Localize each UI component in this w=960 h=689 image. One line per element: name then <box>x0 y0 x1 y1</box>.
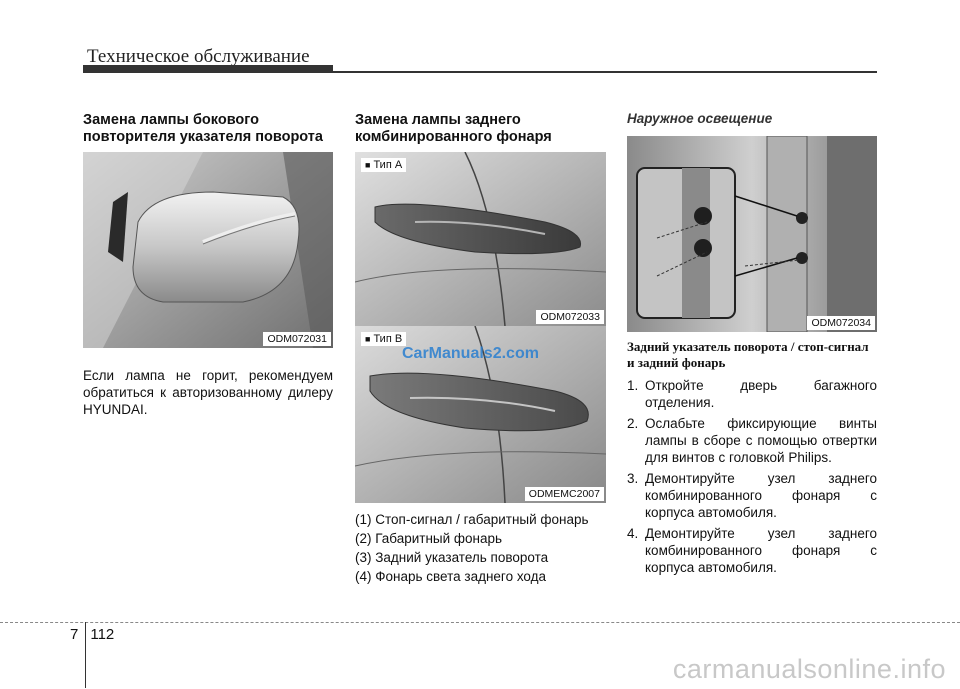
footer-dashed-rule <box>0 622 960 623</box>
figure-code: ODM072033 <box>536 310 604 324</box>
header-rule-thick <box>83 65 333 73</box>
figure-tail-lamp-type-a: ■Тип A ODM072033 <box>355 152 606 326</box>
watermark-center: CarManuals2.com <box>402 345 539 362</box>
list-item: (1) Стоп-сигнал / габаритный фонарь <box>355 512 589 527</box>
tail-lamp-b-illustration <box>355 326 606 503</box>
square-bullet-icon: ■ <box>365 334 371 344</box>
column-side-repeater-body: Если лампа не горит, рекомендуем обратит… <box>83 367 333 418</box>
step-text: Откройте дверь багажного отделения. <box>645 378 877 410</box>
step-number: 2. <box>627 416 639 431</box>
column-exterior-lighting: Наружное освещение <box>627 111 877 126</box>
figure-tail-lamp-type-b: ■Тип B ODMEMC2007 <box>355 326 606 503</box>
chapter-number: 7 <box>70 626 79 643</box>
rear-lamp-subheading: Задний указатель поворота / стоп-сигнал … <box>627 339 869 370</box>
removal-steps-list: 1. Откройте дверь багажного отделения. 2.… <box>627 377 877 576</box>
figure-tailgate-screws: ODM072034 <box>627 136 877 332</box>
column-rear-combination: Замена лампы заднего комбинированного фо… <box>355 112 605 146</box>
tailgate-screws-illustration <box>627 136 877 332</box>
step-number: 4. <box>627 526 639 541</box>
side-repeater-body-text: Если лампа не горит, рекомендуем обратит… <box>83 368 333 417</box>
section-heading-side-repeater: Замена лампы бокового повторителя указат… <box>83 112 323 145</box>
step-text: Демонтируйте узел заднего комбинированно… <box>645 471 877 520</box>
list-item: 2. Ослабьте фиксирующие винты лампы в сбо… <box>627 415 877 466</box>
type-a-label: Тип A <box>373 159 403 171</box>
column-side-repeater: Замена лампы бокового повторителя указат… <box>83 112 333 146</box>
page-header-title: Техническое обслуживание <box>87 46 310 67</box>
list-item: (4) Фонарь света заднего хода <box>355 569 547 584</box>
tail-lamp-a-illustration <box>355 152 606 326</box>
page-number: 7 112 <box>70 626 114 643</box>
figure-side-mirror: ODM072031 <box>83 152 333 348</box>
step-text: Демонтируйте узел заднего комбинированно… <box>645 526 877 575</box>
square-bullet-icon: ■ <box>365 160 371 170</box>
list-item: 1. Откройте дверь багажного отделения. <box>627 377 877 411</box>
header-rule-thin <box>333 71 877 73</box>
section-heading-rear-combination: Замена лампы заднего комбинированного фо… <box>355 112 552 145</box>
column-exterior-lighting-body: Задний указатель поворота / стоп-сигнал … <box>627 339 877 580</box>
step-text: Ослабьте фиксирующие винты лампы в сборе… <box>645 416 877 465</box>
figure-label-type-a: ■Тип A <box>361 158 407 172</box>
figure-code: ODM072034 <box>807 316 875 330</box>
step-number: 1. <box>627 378 639 393</box>
lamp-parts-list: (1) Стоп-сигнал / габаритный фонарь (2) … <box>355 510 606 586</box>
figure-code: ODM072031 <box>263 332 331 346</box>
list-item: (2) Габаритный фонарь <box>355 531 503 546</box>
figure-label-type-b: ■Тип B <box>361 332 407 346</box>
side-mirror-illustration <box>83 152 333 348</box>
list-item: 4. Демонтируйте узел заднего комбинирован… <box>627 525 877 576</box>
watermark-bottom: carmanualsonline.info <box>672 654 946 684</box>
step-number: 3. <box>627 471 639 486</box>
page-number-value: 112 <box>90 626 115 643</box>
type-b-label: Тип B <box>373 333 403 345</box>
list-item: 3. Демонтируйте узел заднего комбинирован… <box>627 470 877 521</box>
list-item: (3) Задний указатель поворота <box>355 550 549 565</box>
section-heading-exterior-lighting: Наружное освещение <box>627 111 773 126</box>
footer-vertical-rule <box>85 622 86 688</box>
figure-code: ODMEMC2007 <box>524 487 604 501</box>
column-rear-combination-list: (1) Стоп-сигнал / габаритный фонарь (2) … <box>355 510 606 586</box>
